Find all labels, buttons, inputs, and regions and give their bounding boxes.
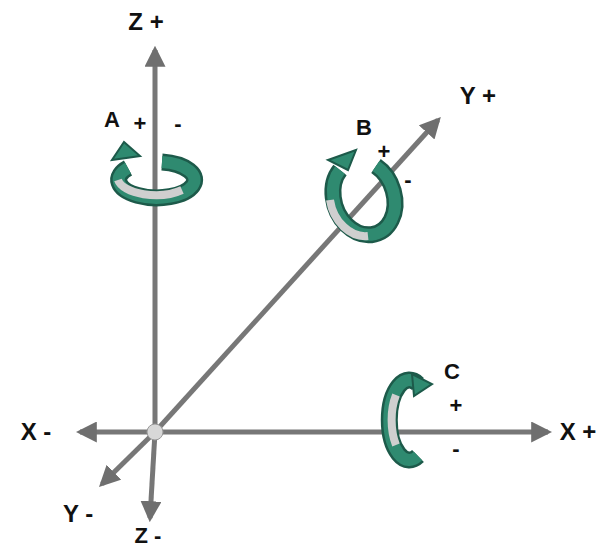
- rotation-label: A: [104, 109, 120, 131]
- sign-label: +: [450, 395, 463, 417]
- origin-dot: [147, 424, 163, 440]
- axis-label: Z -: [135, 525, 162, 547]
- sign-label: +: [134, 113, 147, 135]
- axis-label: X -: [21, 420, 52, 444]
- axis-label: Y +: [460, 84, 496, 108]
- axis-label: X +: [560, 420, 597, 444]
- sign-label: +: [378, 141, 391, 163]
- sign-label: -: [404, 169, 411, 191]
- z-minus-axis: [150, 432, 155, 518]
- rotation-arrow-c: [389, 374, 432, 460]
- x-minus-axis: [80, 430, 155, 435]
- rotation-label: C: [444, 361, 460, 383]
- y-minus-axis: [102, 432, 155, 484]
- sign-label: -: [452, 438, 459, 460]
- z-plus-axis: [153, 50, 158, 432]
- rotation-arrow-a: [112, 142, 195, 198]
- sign-label: -: [174, 113, 181, 135]
- axis-lines: [80, 50, 548, 518]
- x-plus-axis: [155, 430, 548, 435]
- axis-label: Z +: [128, 10, 163, 34]
- rotation-label: B: [356, 117, 372, 139]
- axis-label: Y -: [63, 502, 93, 526]
